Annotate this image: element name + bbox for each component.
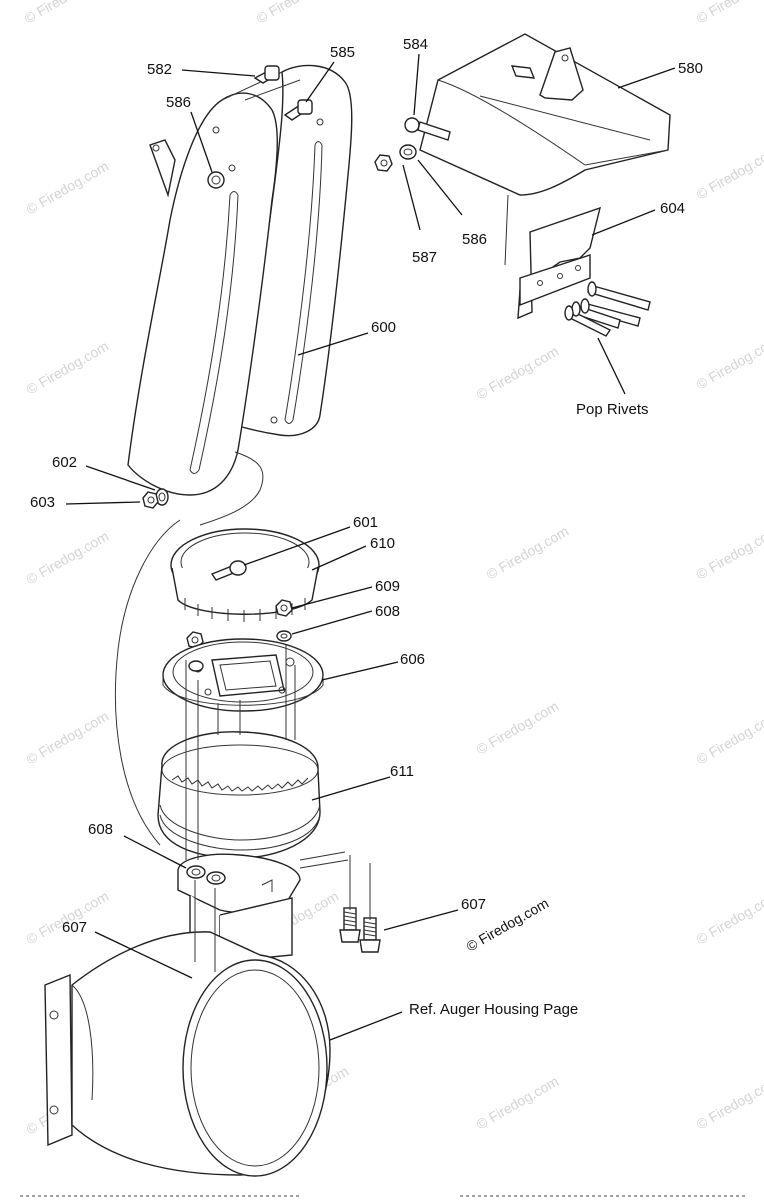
pop-rivets-label: Pop Rivets xyxy=(576,401,649,418)
label-582: 582 xyxy=(147,61,172,78)
auger-housing-ref-label: Ref. Auger Housing Page xyxy=(409,1001,578,1018)
gear-ring-611 xyxy=(157,731,321,859)
watermark: © Firedog.com xyxy=(694,888,764,948)
watermark: © Firedog.com xyxy=(694,0,764,27)
label-586: 586 xyxy=(166,94,191,111)
watermark: © Firedog.com xyxy=(484,523,572,583)
label-602: 602 xyxy=(52,454,77,471)
bolt-584 xyxy=(404,117,451,141)
bolt-582 xyxy=(253,65,280,84)
assembly-lines xyxy=(114,519,371,972)
watermark: © Firedog.com xyxy=(694,143,764,203)
watermark: © Firedog.com xyxy=(694,708,764,768)
watermark: © Firedog.com xyxy=(254,0,342,27)
label-600: 600 xyxy=(371,319,396,336)
label-584: 584 xyxy=(403,36,428,53)
nut-609 xyxy=(275,599,293,617)
nut-587 xyxy=(374,154,393,172)
watermark: © Firedog.com xyxy=(694,1073,764,1133)
watermark: © Firedog.com xyxy=(24,888,112,948)
watermark: © Firedog.com xyxy=(474,698,562,758)
label-604: 604 xyxy=(660,200,685,217)
label-608: 608 xyxy=(88,821,113,838)
washer-586 xyxy=(399,144,417,160)
label-586: 586 xyxy=(462,231,487,248)
label-587: 587 xyxy=(412,249,437,266)
watermark: © Firedog.com xyxy=(694,523,764,583)
washer-608 xyxy=(276,630,292,642)
label-608: 608 xyxy=(375,603,400,620)
watermark: © Firedog.com xyxy=(24,158,112,218)
chute-ring-610 xyxy=(170,528,320,622)
watermark: © Firedog.com xyxy=(24,338,112,398)
nut-upper-left xyxy=(186,631,204,649)
watermark: © Firedog.com xyxy=(474,1073,562,1133)
nut-603 xyxy=(142,491,159,509)
label-585: 585 xyxy=(330,44,355,61)
chute-plate-606 xyxy=(162,638,324,712)
chute-hood-580 xyxy=(374,33,671,266)
bolt-585 xyxy=(283,99,313,121)
callout-labels: 582 585 586 584 580 586 587 604 600 Pop … xyxy=(30,36,703,1018)
deflector-plate-604 xyxy=(517,206,601,320)
label-580: 580 xyxy=(678,60,703,77)
watermark: © Firedog.com xyxy=(22,0,110,27)
washer-586 xyxy=(207,171,225,189)
label-607: 607 xyxy=(461,896,486,913)
label-601: 601 xyxy=(353,514,378,531)
auger-housing-duct xyxy=(44,931,331,1177)
watermark: © Firedog.com xyxy=(24,708,112,768)
label-606: 606 xyxy=(400,651,425,668)
label-603: 603 xyxy=(30,494,55,511)
label-609: 609 xyxy=(375,578,400,595)
label-611: 611 xyxy=(390,763,414,780)
screw-607-right xyxy=(339,907,381,953)
label-610: 610 xyxy=(370,535,395,552)
leader-lines xyxy=(65,53,676,1041)
bolt-601 xyxy=(210,560,247,581)
chute-deflector-plates-600 xyxy=(127,64,353,526)
watermark: © Firedog.com xyxy=(24,528,112,588)
watermark: © Firedog.com xyxy=(474,343,562,403)
washer-608 xyxy=(186,865,226,885)
label-607: 607 xyxy=(62,919,87,936)
pop-rivets xyxy=(564,281,651,337)
watermark: © Firedog.com xyxy=(694,333,764,393)
